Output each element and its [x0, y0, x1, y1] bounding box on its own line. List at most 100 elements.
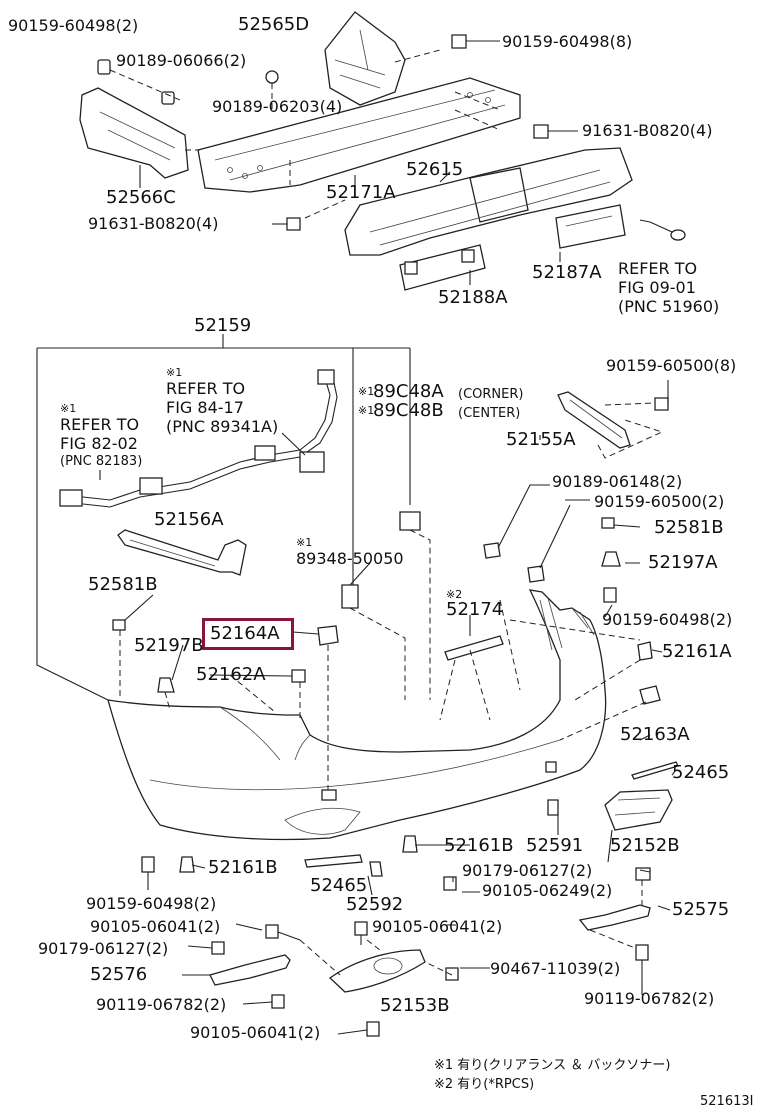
cover-52164a [317, 625, 339, 646]
part-label[interactable]: 90105-06041(2) [190, 1023, 321, 1042]
part-label[interactable]: 52465 [672, 762, 730, 783]
part-label[interactable]: 90119-06782(2) [96, 995, 227, 1014]
part-label[interactable]: 52591 [526, 835, 584, 856]
part-label[interactable]: 52152B [610, 835, 680, 856]
absorber-52615 [344, 147, 633, 256]
retainer-52197b [157, 677, 175, 693]
bracket-52575 [578, 904, 651, 931]
clip-52581b-left [112, 619, 126, 631]
part-label[interactable]: 90189-06203(4) [212, 97, 343, 116]
part-label[interactable]: 52161A [662, 641, 732, 662]
refer-label: REFER TO [166, 379, 246, 398]
part-label[interactable]: 52576 [90, 964, 148, 985]
part-label[interactable]: 52565D [238, 14, 310, 35]
refer-label: (PNC 82183) [60, 454, 143, 469]
retainer-52156a [117, 529, 247, 576]
clip-52581b-right [601, 517, 615, 529]
part-label[interactable]: 52187A [532, 262, 602, 283]
part-label[interactable]: 90179-06127(2) [38, 939, 169, 958]
part-label[interactable]: 52163A [620, 724, 690, 745]
part-label[interactable]: 52197A [648, 552, 718, 573]
part-note: (CENTER) [458, 406, 521, 421]
part-label[interactable]: 52174 [446, 599, 504, 620]
part-label[interactable]: 90467-11039(2) [490, 959, 621, 978]
part-52591 [547, 799, 559, 816]
reflector-52153b [299, 939, 453, 993]
part-label[interactable]: 90159-60498(2) [8, 16, 139, 35]
part-label[interactable]: 90105-06249(2) [482, 881, 613, 900]
refer-label: FIG 09-01 [618, 278, 696, 297]
retainer-52197a [601, 551, 621, 567]
part-label[interactable]: 52615 [406, 159, 464, 180]
part-label[interactable]: 52161B [208, 857, 278, 878]
refer-label: (PNC 51960) [618, 297, 720, 316]
figure-code: 521613I [700, 1094, 754, 1109]
sensor-89c48 [399, 511, 431, 700]
part-label[interactable]: 90159-60500(8) [606, 356, 737, 375]
note-marker: ※2 [446, 588, 463, 601]
part-label[interactable]: 89C48B [373, 400, 444, 421]
part-label[interactable]: 91631-B0820(4) [582, 121, 713, 140]
part-label[interactable]: 90189-06148(2) [552, 472, 683, 491]
bumper-cover-52159 [107, 589, 607, 841]
part-label[interactable]: 52156A [154, 509, 224, 530]
bracket-52566c [79, 87, 200, 179]
pin-52161b-right [402, 835, 418, 853]
part-label[interactable]: 52566C [106, 187, 176, 208]
refer-label: FIG 82-02 [60, 434, 138, 453]
refer-label: REFER TO [618, 259, 698, 278]
part-label[interactable]: 52188A [438, 287, 508, 308]
plate-52187a [555, 204, 626, 249]
reinforcement-52171a [197, 77, 521, 193]
part-label[interactable]: 52171A [326, 182, 396, 203]
fasteners-right [483, 484, 617, 603]
part-label[interactable]: 90119-06782(2) [584, 989, 715, 1008]
part-label[interactable]: 90179-06127(2) [462, 861, 593, 880]
bracket-52565d [324, 11, 441, 106]
wiring-harness [59, 369, 338, 508]
part-label[interactable]: 90105-06041(2) [372, 917, 503, 936]
part-label[interactable]: 52155A [506, 429, 576, 450]
part-label[interactable]: 52581B [88, 574, 158, 595]
note-marker: ※1 [358, 385, 375, 398]
bracket-52576 [209, 954, 291, 986]
bracket-52155a [557, 380, 669, 459]
part-label[interactable]: 90159-60498(2) [86, 894, 217, 913]
reflector-52152b [604, 789, 673, 831]
part-label[interactable]: 90105-06041(2) [90, 917, 221, 936]
part-label[interactable]: 89C48A [373, 381, 444, 402]
highlight-frame [202, 618, 294, 650]
part-label[interactable]: 90159-60498(2) [602, 610, 733, 629]
refer-label: REFER TO [60, 415, 140, 434]
part-label[interactable]: 89348-50050 [296, 549, 404, 568]
part-note: (CORNER) [458, 387, 524, 402]
part-label[interactable]: 52465 [310, 875, 368, 896]
fasteners-top [97, 34, 578, 231]
plate-52188a [399, 244, 486, 291]
cover-52162a [291, 669, 306, 683]
part-label[interactable]: 52581B [654, 517, 724, 538]
spacer-52174 [444, 635, 504, 661]
note-marker: ※1 [166, 366, 183, 379]
part-label[interactable]: 52197B [134, 635, 204, 656]
part-label[interactable]: 52159 [194, 315, 252, 336]
note-marker: ※1 [60, 402, 77, 415]
part-label[interactable]: 52592 [346, 894, 404, 915]
bracket-89348 [341, 584, 406, 700]
footnote-1: ※1 有り(クリアランス ＆ バックソナー) [434, 1058, 671, 1073]
part-label[interactable]: 91631-B0820(4) [88, 214, 219, 233]
part-label[interactable]: 52575 [672, 899, 730, 920]
note-marker: ※1 [296, 536, 313, 549]
footnote-2: ※2 有り(*RPCS) [434, 1077, 535, 1092]
part-label[interactable]: 90159-60500(2) [594, 492, 725, 511]
strip-52465-bottom [304, 854, 363, 868]
part-label[interactable]: 90189-06066(2) [116, 51, 247, 70]
part-label[interactable]: 52153B [380, 995, 450, 1016]
part-label[interactable]: 52161B [444, 835, 514, 856]
part-label-highlighted[interactable]: 52164A [210, 623, 280, 644]
part-label[interactable]: 52162A [196, 664, 266, 685]
cover-52163a [639, 685, 661, 705]
part-label[interactable]: 90159-60498(8) [502, 32, 633, 51]
